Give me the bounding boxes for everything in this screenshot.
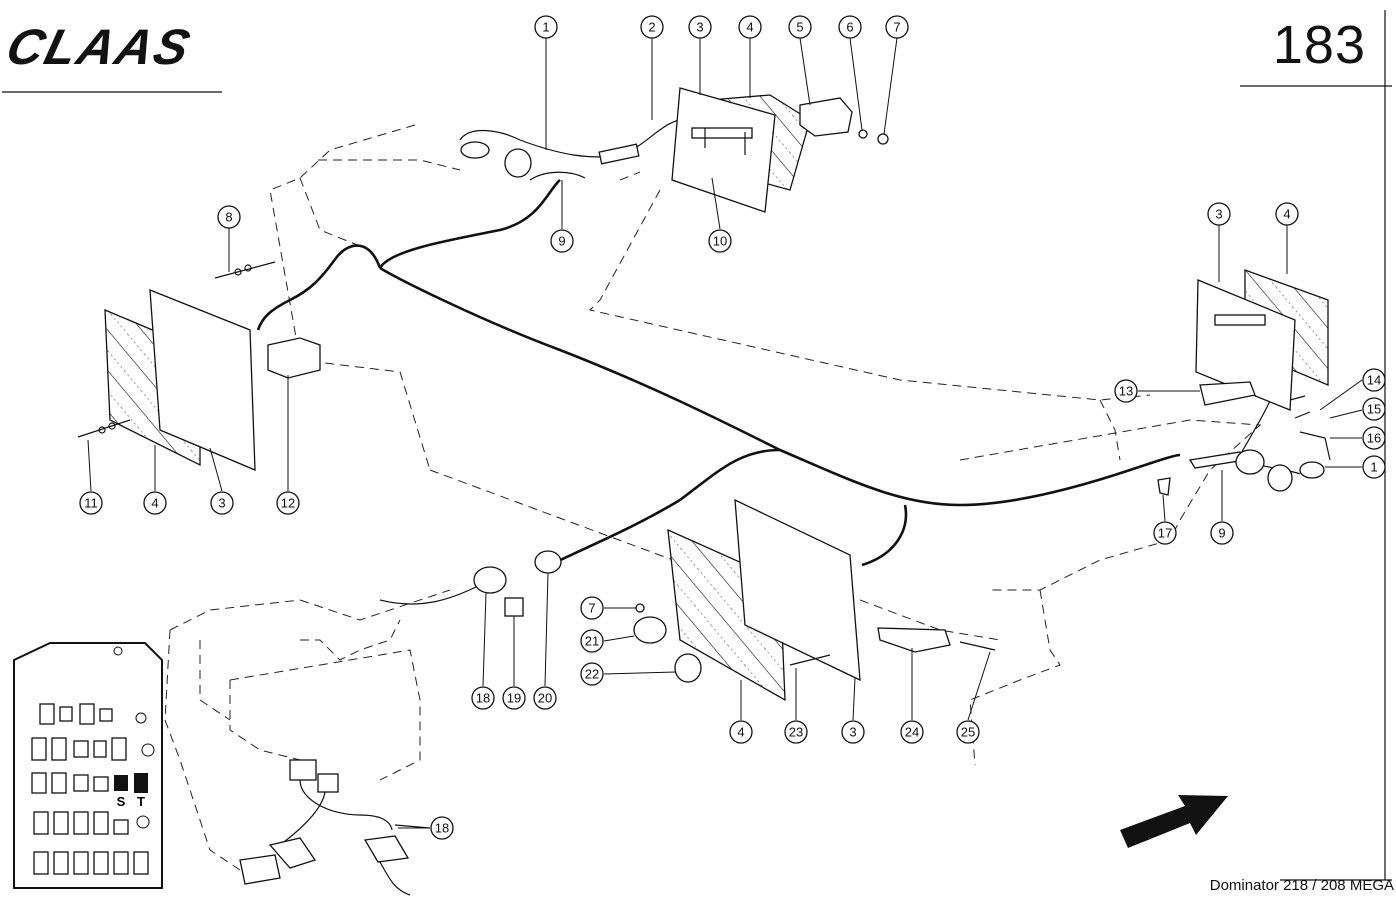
svg-text:20: 20 <box>538 691 552 706</box>
callout-16: 16 <box>1362 426 1386 450</box>
callout-4d: 4 <box>729 720 753 744</box>
svg-text:8: 8 <box>225 210 232 225</box>
svg-text:19: 19 <box>507 691 521 706</box>
callout-7b: 7 <box>580 596 604 620</box>
svg-text:14: 14 <box>1367 373 1381 388</box>
svg-text:7: 7 <box>588 601 595 616</box>
callout-25: 25 <box>956 720 980 744</box>
callout-19: 19 <box>502 686 526 710</box>
svg-text:23: 23 <box>789 725 803 740</box>
callout-6: 6 <box>838 15 862 39</box>
callout-markers: 1 2 3 4 5 6 7 8 9 10 3 4 13 14 15 16 1 1… <box>79 15 1386 840</box>
callout-14: 14 <box>1362 368 1386 392</box>
svg-text:17: 17 <box>1158 526 1172 541</box>
svg-text:4: 4 <box>1283 207 1290 222</box>
svg-text:15: 15 <box>1367 402 1381 417</box>
sub-harness <box>239 759 431 896</box>
callout-18a: 18 <box>471 686 495 710</box>
callout-1a: 1 <box>534 15 558 39</box>
fuse-label-s: S <box>117 794 126 809</box>
callout-9a: 9 <box>550 229 574 253</box>
callout-7a: 7 <box>885 15 909 39</box>
svg-text:9: 9 <box>558 234 565 249</box>
svg-text:3: 3 <box>849 725 856 740</box>
svg-text:2: 2 <box>648 20 655 35</box>
callout-3a: 3 <box>688 15 712 39</box>
svg-text:4: 4 <box>151 496 158 511</box>
svg-text:11: 11 <box>84 496 98 511</box>
callout-15: 15 <box>1362 397 1386 421</box>
callout-18b: 18 <box>430 816 454 840</box>
callout-2: 2 <box>640 15 664 39</box>
svg-text:25: 25 <box>961 725 975 740</box>
svg-text:7: 7 <box>893 20 900 35</box>
leader-lines <box>87 37 1363 829</box>
callout-17: 17 <box>1153 521 1177 545</box>
svg-text:12: 12 <box>281 496 295 511</box>
svg-text:9: 9 <box>1218 526 1225 541</box>
svg-text:13: 13 <box>1119 384 1133 399</box>
callout-21: 21 <box>580 629 604 653</box>
callout-4c: 4 <box>143 491 167 515</box>
callout-23: 23 <box>784 720 808 744</box>
callout-3c: 3 <box>210 491 234 515</box>
svg-text:18: 18 <box>435 821 449 836</box>
callout-24: 24 <box>900 720 924 744</box>
svg-text:16: 16 <box>1367 431 1381 446</box>
svg-text:3: 3 <box>696 20 703 35</box>
callout-11: 11 <box>79 491 103 515</box>
callout-3d: 3 <box>841 720 865 744</box>
socket-parts <box>473 550 562 617</box>
frame-lines <box>2 10 1392 881</box>
callout-5: 5 <box>788 15 812 39</box>
svg-text:5: 5 <box>796 20 803 35</box>
fuse-panel: S T <box>13 642 163 889</box>
svg-text:10: 10 <box>713 234 727 249</box>
callout-13: 13 <box>1114 379 1138 403</box>
callout-1b: 1 <box>1362 455 1386 479</box>
callout-4b: 4 <box>1275 202 1299 226</box>
svg-text:18: 18 <box>476 691 490 706</box>
svg-text:6: 6 <box>846 20 853 35</box>
svg-text:3: 3 <box>218 496 225 511</box>
callout-4a: 4 <box>738 15 762 39</box>
rear-lamp-top <box>460 87 889 213</box>
direction-arrow <box>1120 795 1228 848</box>
callout-22: 22 <box>580 662 604 686</box>
fuse-label-t: T <box>137 794 145 809</box>
callout-8: 8 <box>217 205 241 229</box>
svg-text:22: 22 <box>585 667 599 682</box>
model-caption: Dominator 218 / 208 MEGA <box>1209 877 1394 894</box>
callout-9b: 9 <box>1210 521 1234 545</box>
callout-20: 20 <box>533 686 557 710</box>
svg-text:21: 21 <box>585 634 599 649</box>
svg-text:1: 1 <box>542 20 549 35</box>
callout-12: 12 <box>276 491 300 515</box>
rear-lamp-right <box>1157 269 1331 496</box>
rear-lamp-left <box>77 261 321 471</box>
svg-text:24: 24 <box>905 725 919 740</box>
page-number: 183 <box>1272 15 1366 75</box>
rear-lamp-bottom <box>633 498 996 702</box>
svg-text:1: 1 <box>1370 460 1377 475</box>
svg-text:3: 3 <box>1215 207 1222 222</box>
svg-text:4: 4 <box>746 20 753 35</box>
callout-3b: 3 <box>1207 202 1231 226</box>
svg-text:4: 4 <box>737 725 744 740</box>
callout-10: 10 <box>708 229 732 253</box>
